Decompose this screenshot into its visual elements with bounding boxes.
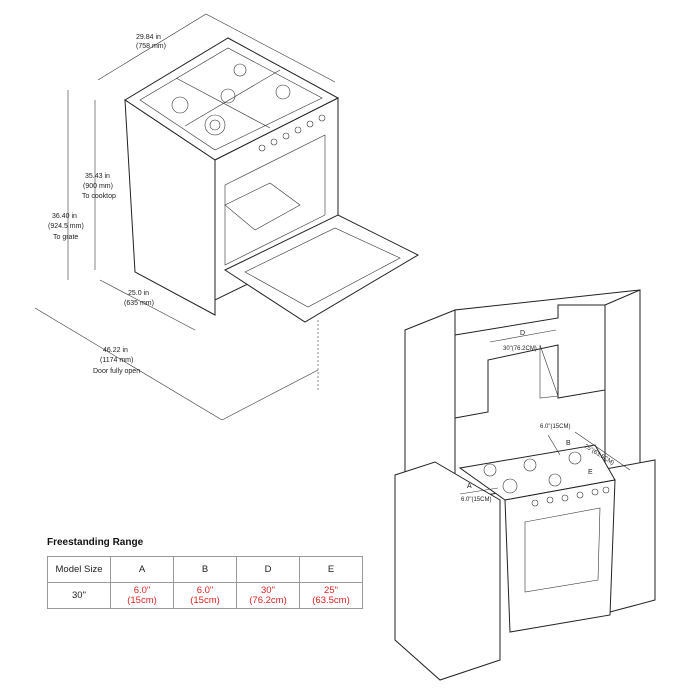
depth-open-in: 46.22 in: [103, 347, 128, 354]
value-cm: (15cm): [127, 594, 157, 606]
value-in: 6.0": [196, 584, 214, 596]
install-a-value: 6.0"(15CM): [461, 497, 491, 503]
height-grate-note: To grate: [53, 234, 78, 241]
depth-open-note: Door fully open: [93, 368, 140, 375]
height-cooktop-mm: (900 mm): [83, 183, 113, 190]
width-in: 29.84 in: [136, 34, 161, 41]
header-cell: D: [236, 556, 300, 583]
value-cm: (15cm): [190, 594, 220, 606]
depth-in: 25.0 in: [128, 290, 149, 297]
height-cooktop-in: 35.43 in: [85, 173, 110, 180]
table-header-row: Model Size A B D E: [47, 556, 363, 583]
height-grate-mm: (924.5 mm): [48, 223, 84, 230]
header-cell: A: [110, 556, 174, 583]
height-cooktop-note: To cooktop: [82, 193, 116, 200]
install-e-label: E: [588, 469, 593, 476]
installation-illustration: [394, 289, 656, 681]
install-b-value: 6.0"(15CM): [540, 424, 570, 430]
install-d-label: D: [520, 330, 525, 337]
table-title: Freestanding Range: [47, 537, 144, 548]
height-grate-in: 36.40 in: [52, 213, 77, 220]
value-in: 6.0": [133, 584, 151, 596]
model-size-cell: 30": [47, 582, 111, 609]
clearance-table: Model Size A B D E 30" 6.0"(15cm) 6.0"(1…: [47, 556, 363, 609]
value-cell-e: 25"(63.5cm): [299, 582, 363, 609]
value-cell-a: 6.0"(15cm): [110, 582, 174, 609]
depth-mm: (635 mm): [124, 300, 154, 307]
range-illustration: [124, 37, 420, 323]
value-cell-b: 6.0"(15cm): [173, 582, 237, 609]
depth-open-mm: (1174 mm): [100, 357, 133, 364]
install-a-label: A: [467, 483, 472, 490]
value-cm: (76.2cm): [249, 594, 287, 606]
value-in: 25": [324, 584, 338, 596]
dimension-lines: [34, 13, 336, 421]
header-cell: Model Size: [47, 556, 111, 583]
header-cell: B: [173, 556, 237, 583]
install-d-value: 30"(76.2CM): [503, 346, 537, 352]
width-mm: (758 mm): [136, 43, 166, 50]
value-cm: (63.5cm): [312, 594, 350, 606]
table-row: 30" 6.0"(15cm) 6.0"(15cm) 30"(76.2cm) 25…: [47, 582, 363, 609]
install-b-label: B: [566, 440, 571, 447]
value-cell-d: 30"(76.2cm): [236, 582, 300, 609]
header-cell: E: [299, 556, 363, 583]
value-in: 30": [261, 584, 275, 596]
